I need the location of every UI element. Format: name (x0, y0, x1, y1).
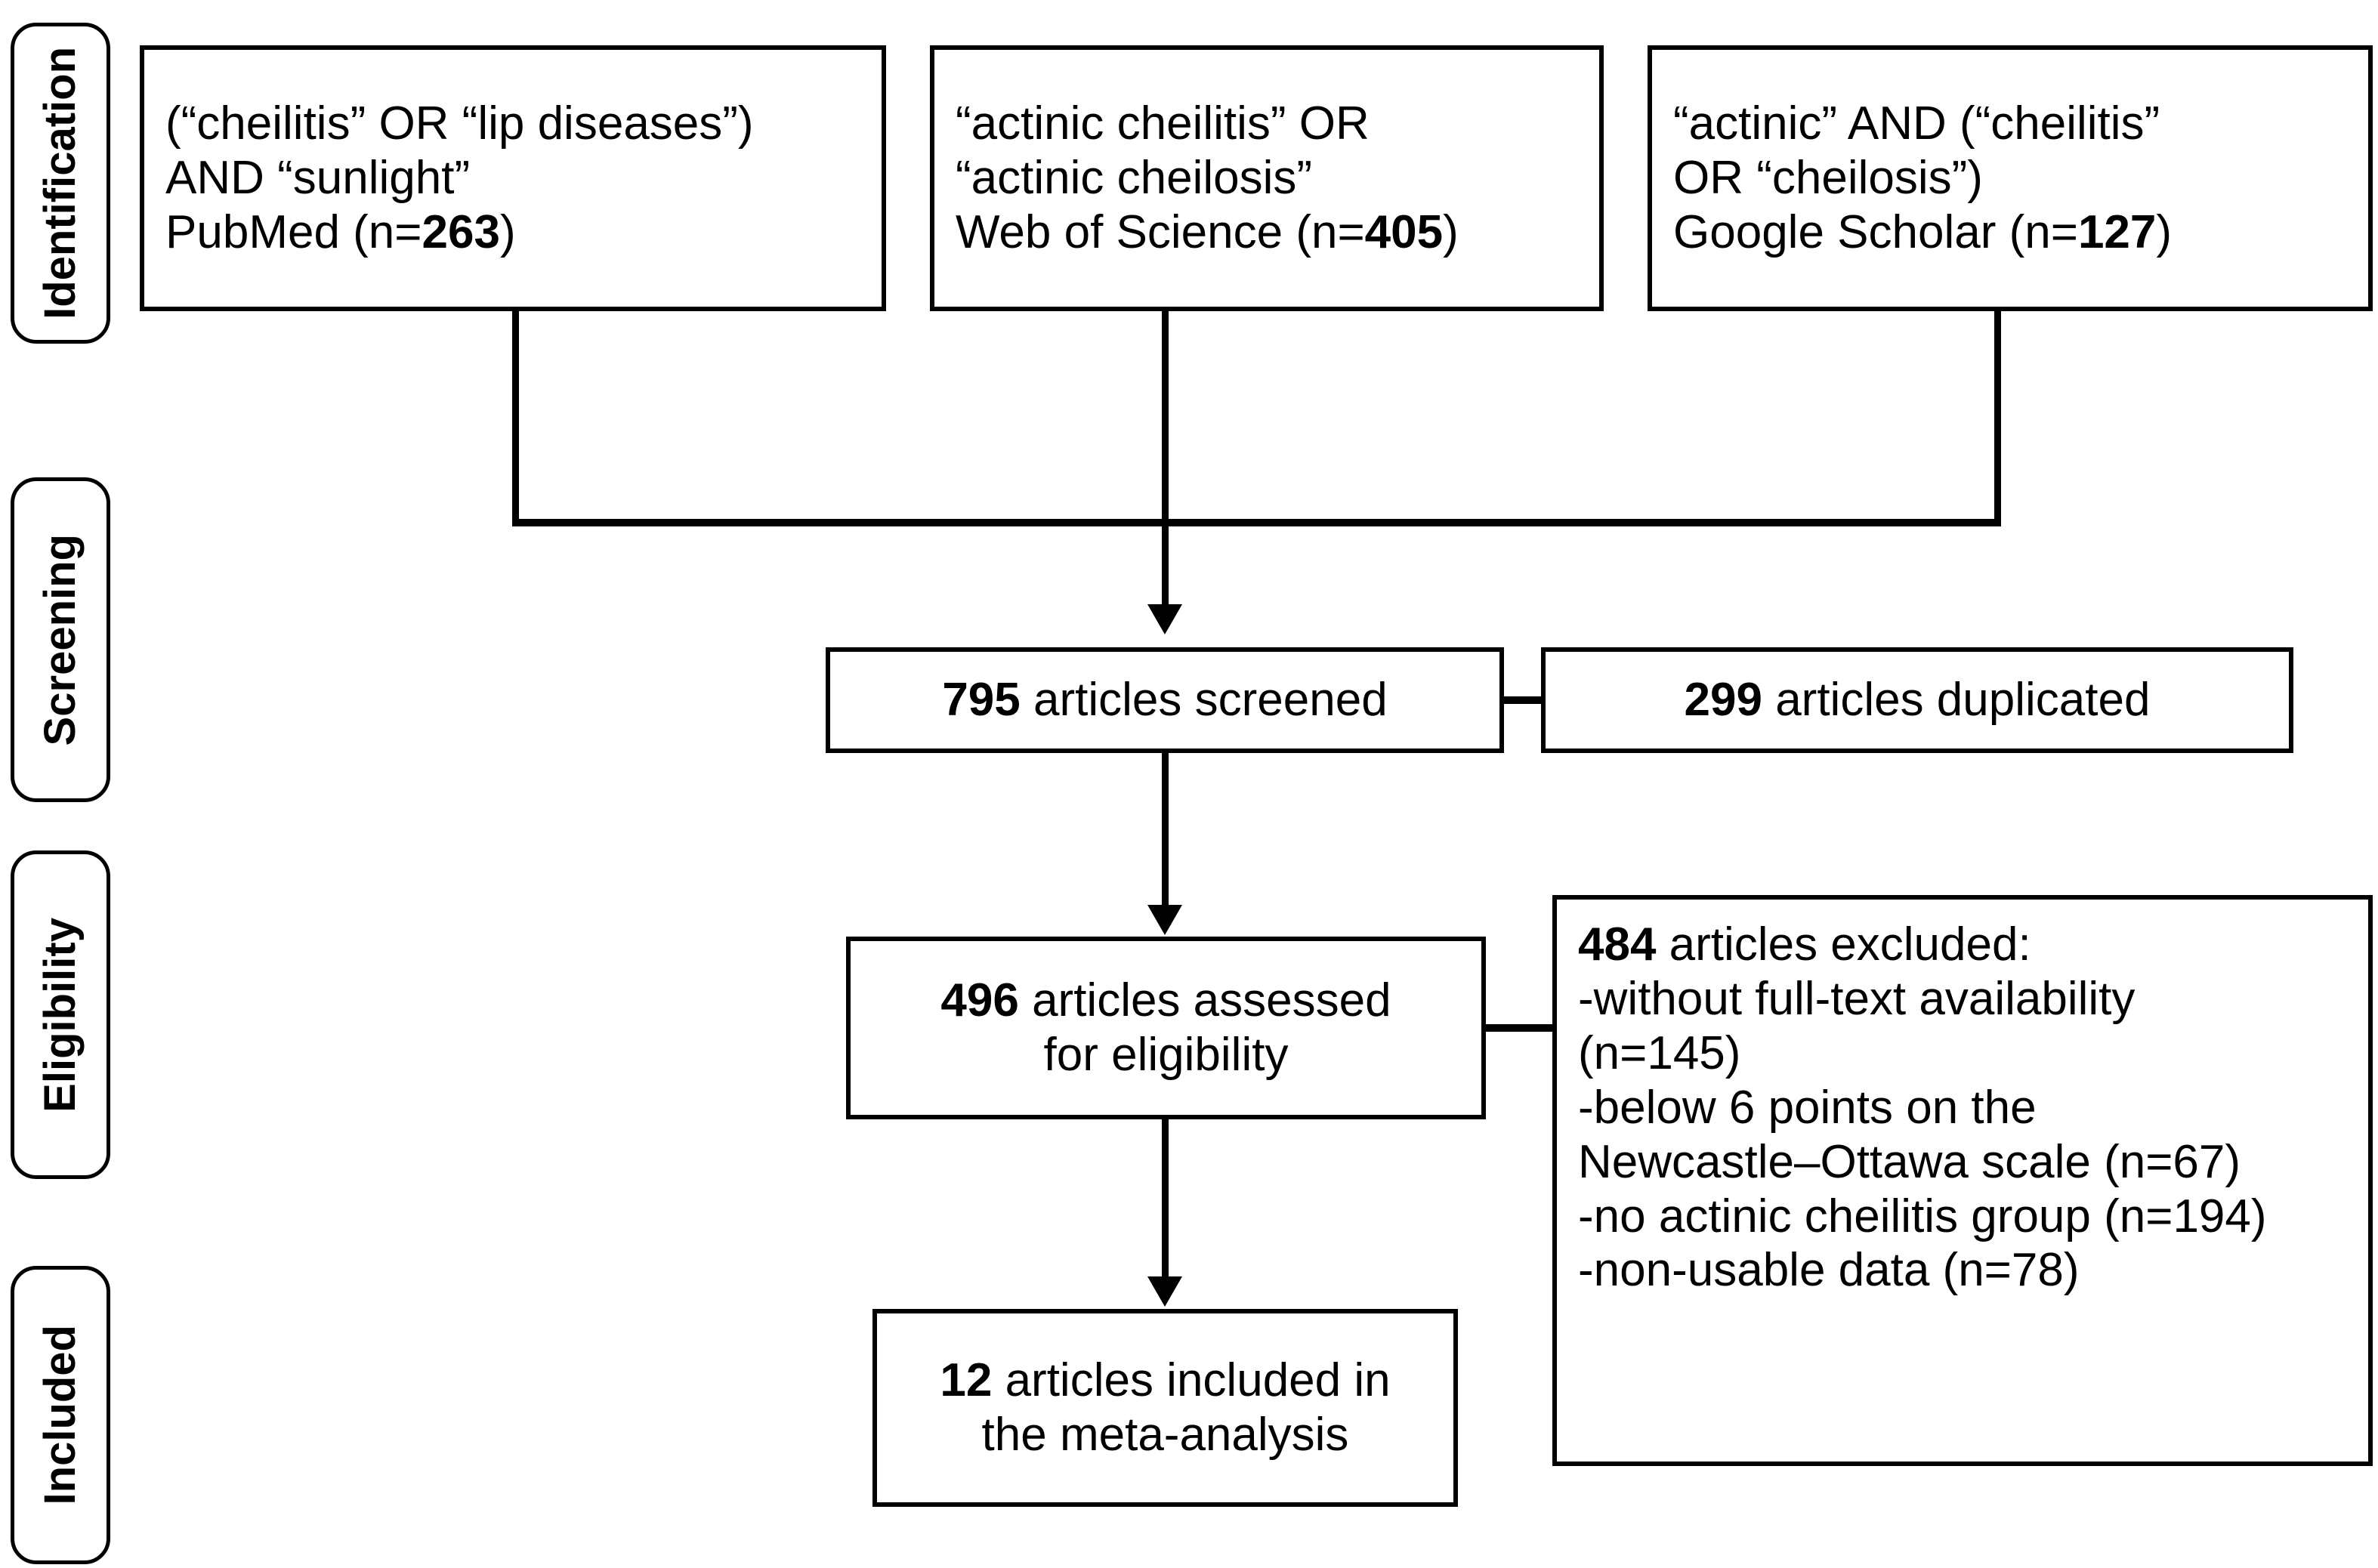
phase-screening-label: Screening (36, 533, 85, 746)
excluded-reason-4: -non-usable data (n=78) (1578, 1244, 2080, 1297)
excluded-reason-1: -without full-text availability (1578, 972, 2136, 1025)
arrow-to-screened (1147, 604, 1182, 634)
articles-included-count: 12 (940, 1354, 993, 1407)
connector-scholar-drop (1994, 311, 2001, 526)
pubmed-source-box: (“cheilitis” OR “lip diseases”) AND “sun… (140, 45, 886, 311)
phase-identification: Identification (11, 23, 110, 344)
arrow-to-assessed (1147, 905, 1182, 935)
wos-query-line-2: “actinic cheilosis” (956, 152, 1313, 205)
pubmed-query-line-2: AND “sunlight” (165, 152, 471, 205)
articles-duplicated-count: 299 (1684, 674, 1762, 727)
articles-included-label: articles included in (992, 1354, 1391, 1407)
connector-pubmed-drop (512, 311, 519, 526)
articles-screened-box: 795 articles screened (826, 647, 1504, 753)
google-scholar-source-box: “actinic” AND (“cheilitis” OR “cheilosis… (1648, 45, 2373, 311)
phase-screening: Screening (11, 477, 110, 802)
phase-included-label: Included (36, 1325, 85, 1505)
connector-merge-bar (512, 519, 2001, 526)
excluded-reason-3: -no actinic cheilitis group (n=194) (1578, 1190, 2267, 1242)
articles-included-box: 12 articles included in the meta-analysi… (872, 1309, 1458, 1507)
articles-screened-text: 795 articles screened (942, 673, 1387, 727)
connector-wos-drop (1162, 311, 1169, 607)
phase-eligibility-label: Eligibility (36, 917, 85, 1113)
excluded-reason-2-cont: Newcastle–Ottawa scale (n=67) (1578, 1135, 2241, 1188)
articles-excluded-count: 484 (1578, 918, 1657, 971)
phase-identification-label: Identification (36, 47, 85, 319)
articles-included-line-2: the meta-analysis (981, 1409, 1349, 1461)
articles-screened-label: articles screened (1020, 674, 1388, 727)
wos-count-value: 405 (1364, 205, 1444, 258)
scholar-count-value: 127 (2077, 205, 2157, 258)
articles-included-line-1: 12 articles included in (940, 1353, 1390, 1408)
scholar-count-prefix: Google Scholar (n= (1673, 205, 2078, 258)
pubmed-count-suffix: ) (499, 205, 516, 258)
articles-screened-count: 795 (942, 674, 1021, 727)
connector-screened-to-assessed (1162, 753, 1169, 908)
scholar-count-line: Google Scholar (n=127) (1673, 205, 2368, 260)
articles-assessed-count: 496 (940, 974, 1019, 1027)
phase-included: Included (11, 1266, 110, 1564)
arrow-to-included (1147, 1276, 1182, 1307)
excluded-reason-1-count: (n=145) (1578, 1026, 1741, 1079)
articles-assessed-line-1: 496 articles assessed (940, 974, 1391, 1028)
connector-assessed-to-excluded (1482, 1024, 1556, 1032)
excluded-reason-2: -below 6 points on the (1578, 1081, 2037, 1134)
wos-count-prefix: Web of Science (n= (956, 205, 1365, 258)
scholar-query-line-1: “actinic” AND (“cheilitis” (1673, 97, 2160, 150)
articles-assessed-line-2: for eligibility (1043, 1029, 1289, 1081)
articles-excluded-heading: 484 articles excluded: (1578, 918, 2368, 972)
wos-count-suffix: ) (1443, 205, 1459, 258)
web-of-science-source-box: “actinic cheilitis” OR “actinic cheilosi… (930, 45, 1604, 311)
wos-count-line: Web of Science (n=405) (956, 205, 1599, 260)
connector-screened-to-duplicated (1499, 696, 1545, 704)
articles-duplicated-label: articles duplicated (1762, 674, 2151, 727)
pubmed-count-prefix: PubMed (n= (165, 205, 422, 258)
articles-duplicated-box: 299 articles duplicated (1541, 647, 2293, 753)
scholar-query-line-2: OR “cheilosis”) (1673, 152, 1983, 205)
wos-query-line-1: “actinic cheilitis” OR (956, 97, 1370, 150)
articles-duplicated-text: 299 articles duplicated (1685, 673, 2151, 727)
scholar-count-suffix: ) (2156, 205, 2173, 258)
pubmed-query-line-1: (“cheilitis” OR “lip diseases”) (165, 97, 754, 150)
articles-excluded-box: 484 articles excluded: -without full-tex… (1552, 895, 2373, 1466)
connector-assessed-to-included (1162, 1119, 1169, 1278)
pubmed-count-line: PubMed (n=263) (165, 205, 882, 260)
articles-excluded-label: articles excluded: (1656, 918, 2031, 971)
pubmed-count-value: 263 (422, 205, 500, 258)
articles-assessed-box: 496 articles assessed for eligibility (846, 937, 1486, 1119)
articles-assessed-label: articles assessed (1018, 974, 1391, 1027)
phase-eligibility: Eligibility (11, 850, 110, 1179)
